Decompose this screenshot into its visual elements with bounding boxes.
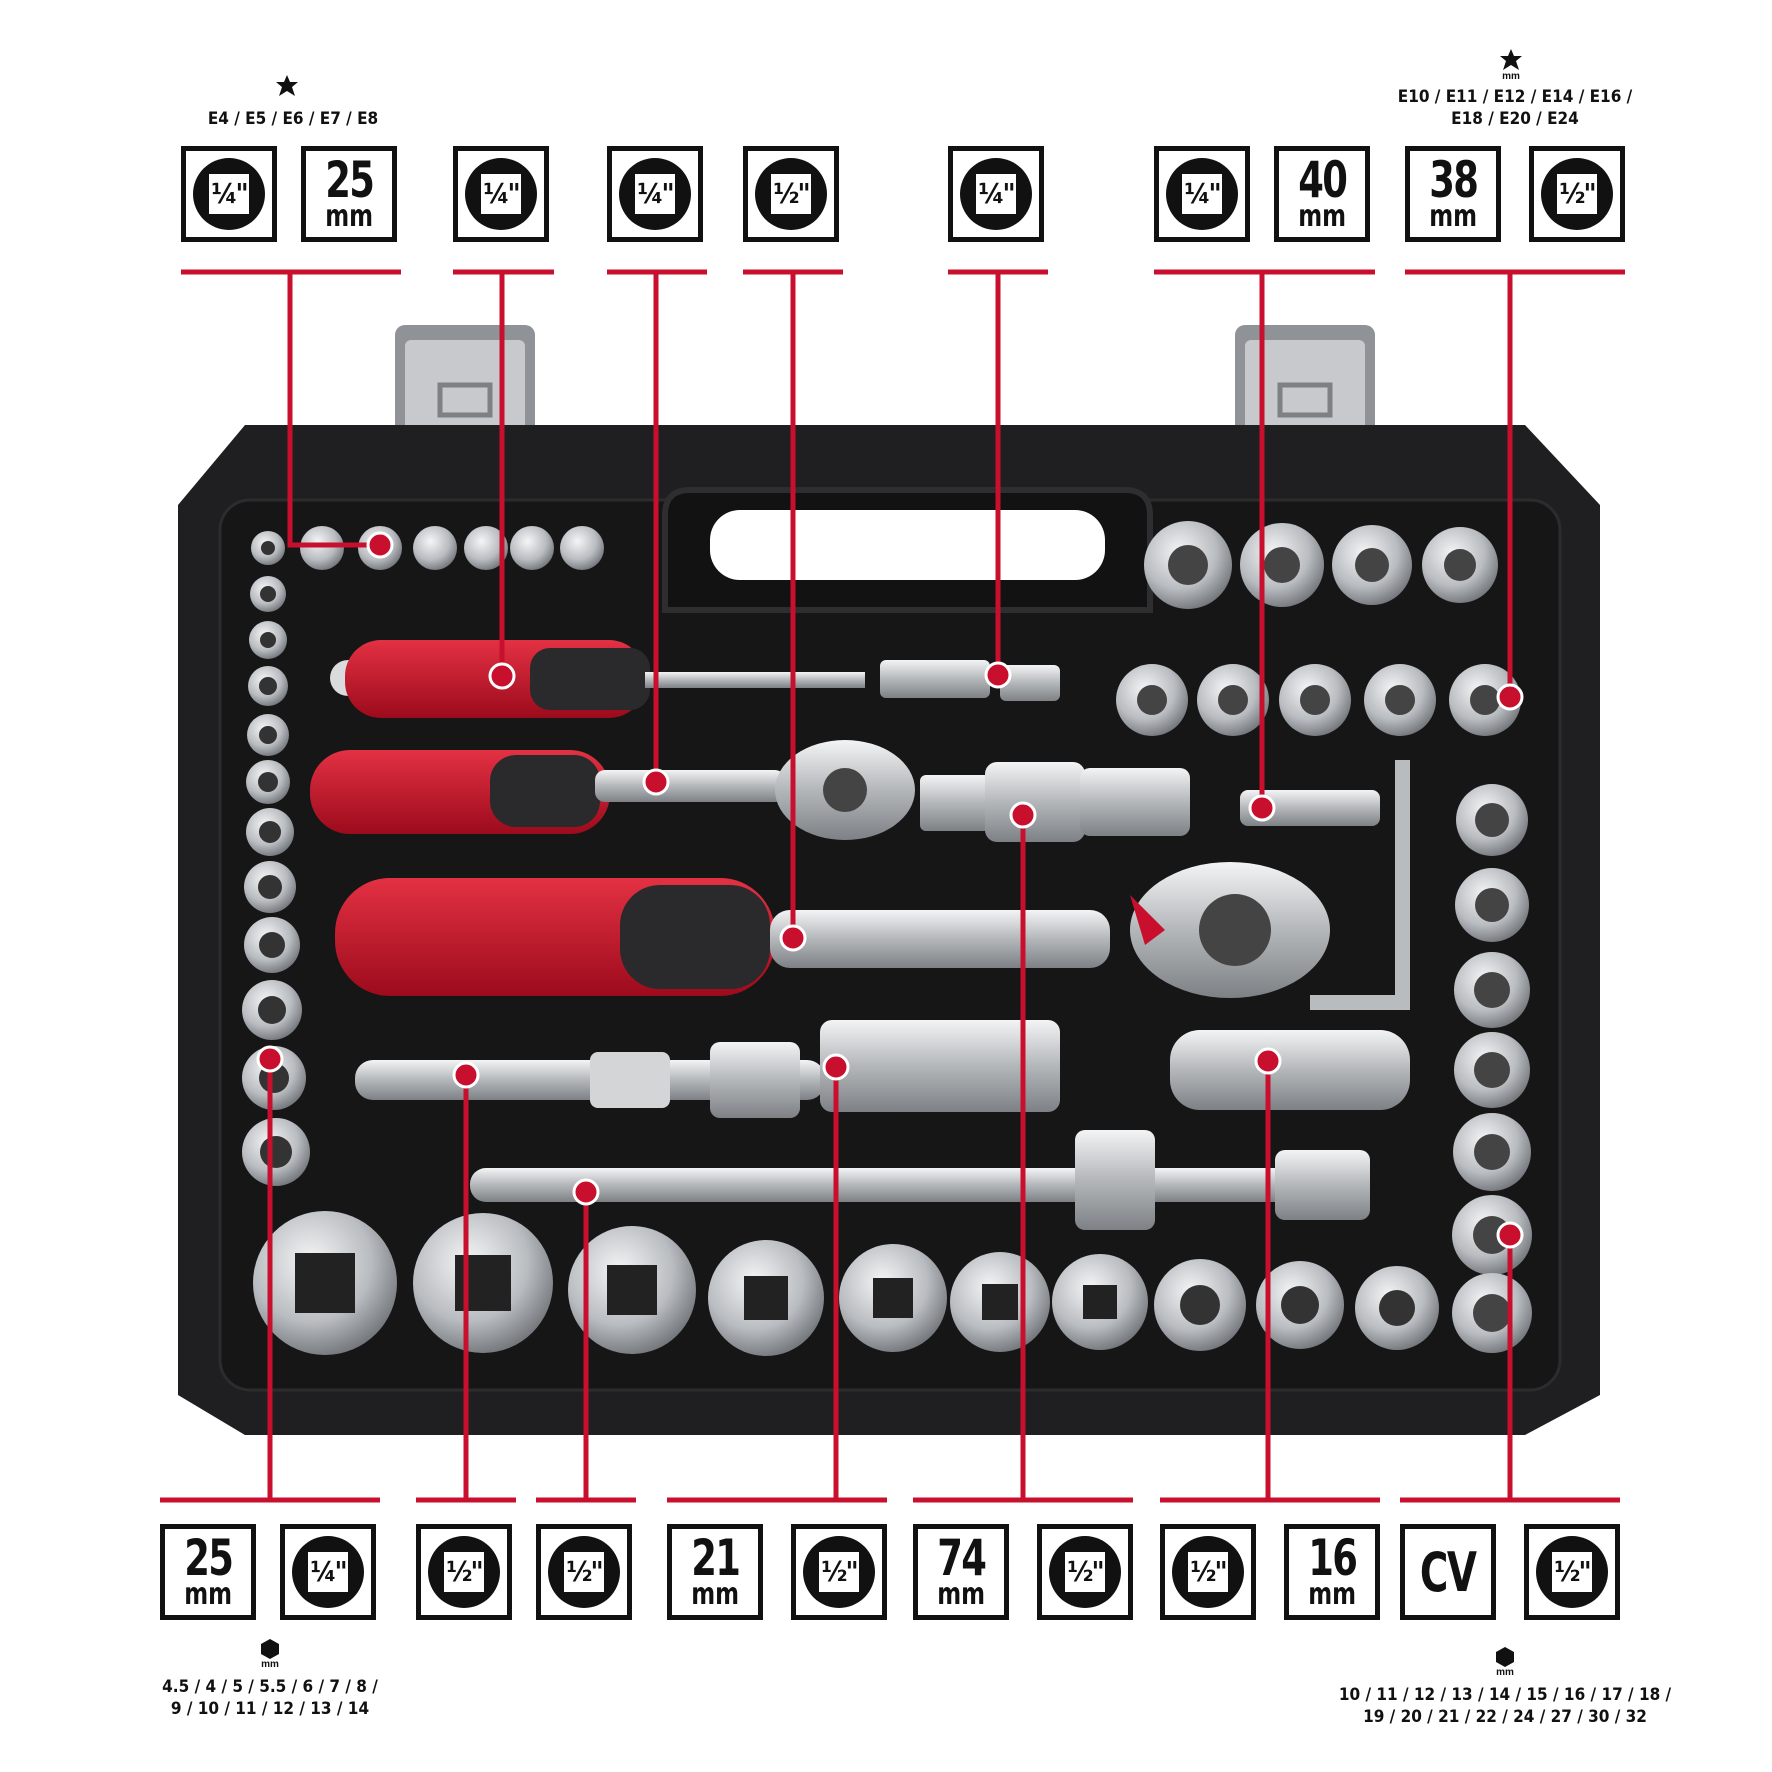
drive-badge: ½": [416, 1524, 512, 1620]
drive-badge: ¼": [948, 146, 1044, 242]
hex-icon: mm: [259, 1638, 281, 1670]
hex-icon: mm: [1494, 1646, 1516, 1678]
right-socket-column: [1452, 784, 1532, 1353]
drive-badge: ¼": [181, 146, 277, 242]
torx-star-icon: [275, 74, 299, 98]
material-badge: CV: [1400, 1524, 1496, 1620]
bottom-socket-row: [253, 1211, 1439, 1356]
spark-plug-socket: [820, 1020, 1060, 1112]
drive-badge: ½": [743, 146, 839, 242]
callout-dots: [256, 531, 1524, 1249]
hex-socket-sizes: 4.5 / 4 / 5 / 5.5 / 6 / 7 / 8 / 9 / 10 /…: [162, 1677, 378, 1719]
deep-socket-16mm: [1170, 1030, 1410, 1110]
callout-lines: [160, 269, 1625, 1503]
drive-badge: ¼": [453, 146, 549, 242]
torx-socket-sizes: E10 / E11 / E12 / E14 / E16 / E18 / E20 …: [1397, 87, 1633, 129]
torx-socket-row-small: [300, 526, 604, 570]
hex-socket-sizes: 10 / 11 / 12 / 13 / 14 / 15 / 16 / 17 / …: [1338, 1685, 1672, 1727]
bit-sizes: E4 / E5 / E6 / E7 / E8: [207, 109, 379, 129]
drive-badge: ½": [536, 1524, 632, 1620]
hex-key-set: [1310, 760, 1410, 1010]
universal-joint-small: [1240, 790, 1380, 826]
drive-badge: ½": [1037, 1524, 1133, 1620]
sliding-t-bar: [470, 1130, 1370, 1230]
torx-star-icon: mm: [1499, 48, 1523, 82]
torx-socket-group-large: [1116, 521, 1521, 736]
drive-badge: ¼": [607, 146, 703, 242]
drive-badge: ½": [791, 1524, 887, 1620]
drive-badge: ¼": [280, 1524, 376, 1620]
universal-joint-large: [920, 762, 1190, 842]
drive-badge: ½": [1529, 146, 1625, 242]
drive-badge: ½": [1160, 1524, 1256, 1620]
drive-badge: ¼": [1154, 146, 1250, 242]
ratchet-quarter-inch: [310, 740, 915, 840]
drive-badge: ½": [1524, 1524, 1620, 1620]
